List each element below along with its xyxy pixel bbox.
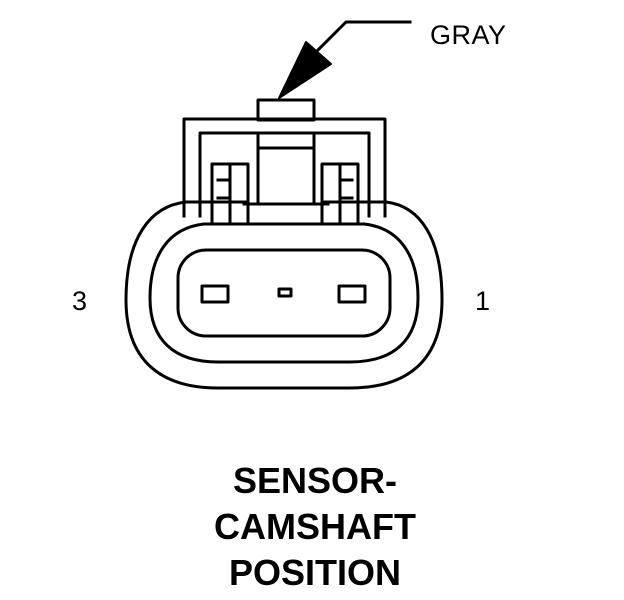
lock-body bbox=[242, 131, 330, 206]
latch-finger-right bbox=[320, 162, 360, 226]
latch-housing-inner bbox=[198, 131, 371, 218]
pin-number-left: 3 bbox=[72, 286, 88, 316]
lock-tab bbox=[256, 98, 316, 122]
terminal-pin-3 bbox=[200, 284, 230, 304]
connector-shell-outer bbox=[124, 200, 444, 390]
terminal-pin-1 bbox=[337, 284, 367, 304]
title-line-3: POSITION bbox=[228, 552, 402, 593]
gray-leader-arrow bbox=[278, 20, 412, 99]
title-line-2: CAMSHAFT bbox=[214, 506, 416, 547]
title-line-1: SENSOR- bbox=[232, 460, 398, 501]
latch-finger-left bbox=[210, 162, 250, 226]
terminal-cavity bbox=[176, 248, 392, 338]
connector-shell-inner bbox=[148, 222, 420, 364]
pin-number-right: 1 bbox=[475, 286, 491, 316]
terminal-pin-2 bbox=[277, 287, 293, 298]
component-title: SENSOR- CAMSHAFT POSITION bbox=[130, 458, 500, 596]
wire-color-label: GRAY bbox=[430, 20, 507, 50]
latch-housing-outer bbox=[182, 117, 387, 218]
